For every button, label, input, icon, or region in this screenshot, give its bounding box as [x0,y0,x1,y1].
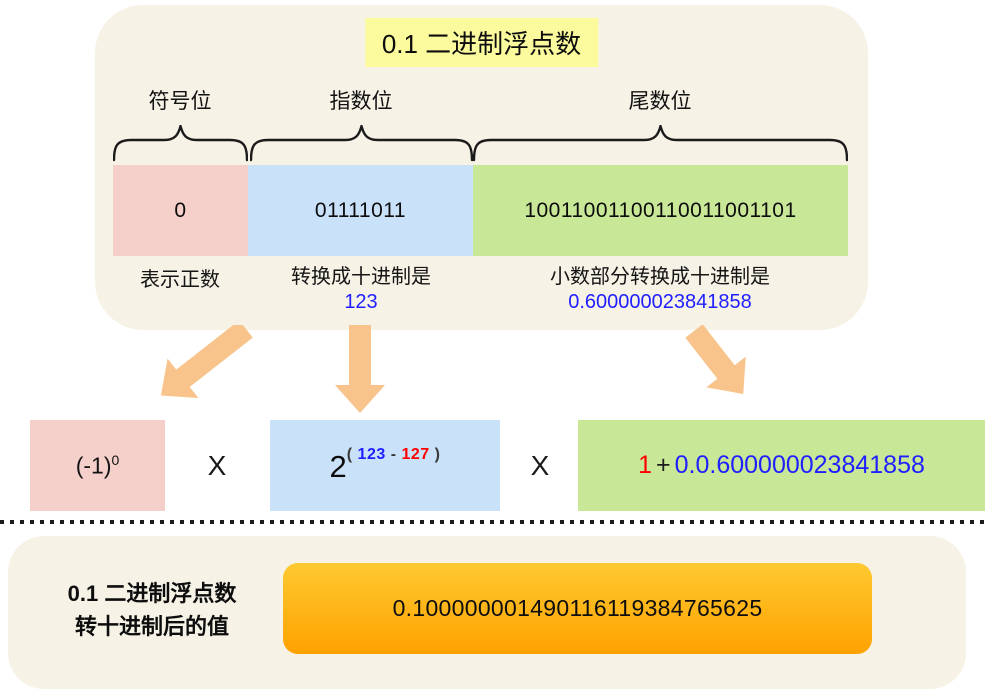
panel-title: 0.1 二进制浮点数 [364,18,599,67]
mantissa-decimal-value: 0.600000023841858 [568,290,752,313]
exponent-minus: - [390,446,397,463]
down-arrow-icon [335,325,385,413]
exponent-term-box: 2( 123 - 127 ) [270,420,500,511]
down-right-arrow-icon [685,325,746,395]
exponent-bits-label: 指数位 [329,90,393,113]
result-value-box: 0.100000001490116119384765625 [283,563,872,654]
mantissa-plus-sign: + [656,451,671,479]
exponent-note: 转换成十进制是 [291,265,431,288]
exponent-term-base: 2 [329,449,347,484]
mantissa-brace-icon [473,125,848,162]
mantissa-bits-value: 10011001100110011001101 [473,165,848,256]
exponent-decimal-value: 123 [344,290,378,313]
sign-bit-value: 0 [113,165,248,256]
exponent-close-paren: ) [434,446,441,463]
sign-brace-icon [113,125,248,162]
sign-bit-label: 符号位 [148,90,212,113]
exponent-open-paren: ( [346,446,353,463]
mantissa-term-box: 1+0.0.600000023841858 [578,420,985,511]
exponent-brace-icon [250,125,473,162]
exponent-bias: 127 [401,446,430,463]
mantissa-fraction: 0.0.600000023841858 [674,451,925,479]
mantissa-note: 小数部分转换成十进制是 [550,265,770,288]
multiply-sign-1: X [207,449,227,481]
result-label-line1: 0.1 二进制浮点数 [67,581,237,606]
mantissa-leading-one: 1 [638,451,653,479]
sign-term-exponent: 0 [111,451,120,468]
dotted-divider [0,520,987,524]
mantissa-bits-label: 尾数位 [628,90,692,113]
exponent-decimal: 123 [357,446,386,463]
flow-arrows [160,325,746,413]
sign-term-base: (-1) [75,452,112,479]
sign-term-box: (-1)0 [30,420,165,511]
sign-note: 表示正数 [140,268,220,291]
down-left-arrow-icon [160,325,253,398]
result-label: 0.1 二进制浮点数 转十进制后的值 [38,577,266,643]
exponent-bits-value: 01111011 [248,165,473,256]
multiply-sign-2: X [530,449,550,481]
result-label-line2: 转十进制后的值 [74,614,229,639]
